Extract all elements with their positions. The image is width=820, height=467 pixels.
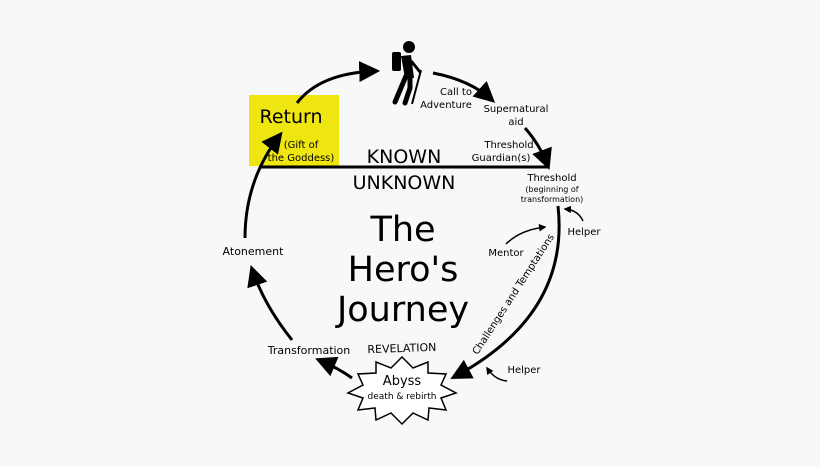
return-sub-line2: the Goddess) (268, 153, 335, 164)
hiker-icon (392, 41, 422, 106)
arrow-aid-to-threshold (523, 127, 552, 170)
supernatural-aid-line1: Supernatural (484, 104, 549, 115)
call-to-adventure-line2: Adventure (420, 100, 472, 111)
arrow-helper-top (563, 205, 584, 222)
helper-top-label: Helper (567, 227, 601, 238)
title-line-2: Hero's (348, 250, 459, 290)
supernatural-aid-line2: aid (508, 117, 523, 128)
title-line-3: Journey (335, 290, 469, 330)
abyss-label: Abyss (383, 374, 422, 389)
arrow-return-to-call (295, 61, 381, 104)
threshold-sub-line1: (beginning of (525, 185, 578, 194)
return-sub-line1: (Gift of (284, 140, 319, 151)
threshold-guardians-line2: Guardian(s) (472, 153, 531, 164)
call-to-adventure-line1: Call to (440, 87, 472, 98)
arrow-transformation-to-atonement (247, 265, 294, 341)
transformation-label: Transformation (267, 344, 351, 357)
abyss-starburst (346, 355, 458, 426)
threshold-label: Threshold (526, 173, 576, 184)
helper-bottom-label: Helper (507, 365, 541, 376)
abyss-sub-label: death & rebirth (368, 392, 437, 402)
arrow-call-to-aid (432, 71, 496, 103)
arrow-abyss-to-transformation (315, 356, 353, 380)
known-label: KNOWN (367, 146, 442, 168)
revelation-label: REVELATION (367, 341, 436, 356)
arrow-atonement-to-return (243, 131, 283, 239)
unknown-label: UNKNOWN (353, 172, 456, 194)
title-line-1: The (369, 210, 435, 250)
arrow-mentor (505, 223, 547, 245)
arrow-helper-bottom (486, 366, 508, 382)
return-label: Return (259, 106, 322, 128)
arrow-threshold-to-abyss (450, 205, 561, 379)
mentor-label: Mentor (488, 248, 524, 259)
atonement-label: Atonement (223, 245, 285, 258)
threshold-guardians-line1: Threshold (483, 140, 533, 151)
threshold-sub-line2: transformation) (521, 195, 584, 204)
